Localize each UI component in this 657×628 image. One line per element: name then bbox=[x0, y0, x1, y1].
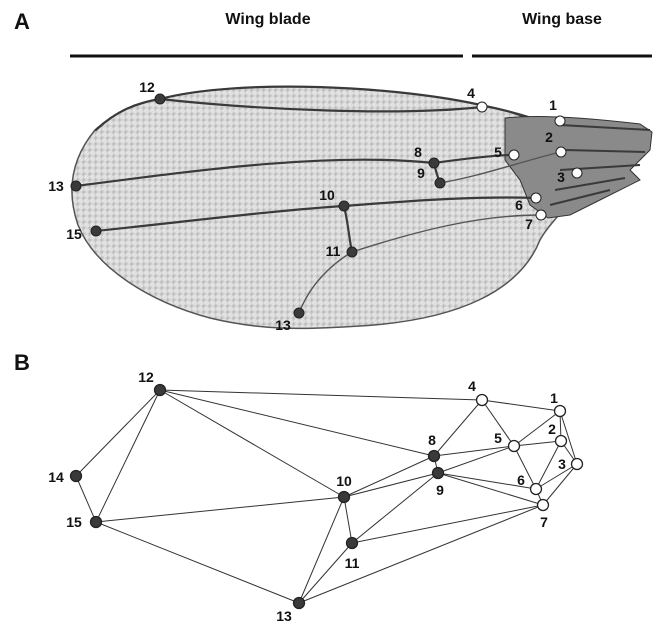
network-edge-15-10 bbox=[96, 497, 344, 522]
network-node-1 bbox=[555, 406, 566, 417]
landmark-a-10-label: 10 bbox=[319, 187, 335, 203]
network-edge-12-8 bbox=[160, 390, 434, 456]
landmark-a-3-label: 3 bbox=[557, 169, 565, 185]
landmark-a-12 bbox=[155, 94, 165, 104]
landmark-a-14-label: 13 bbox=[48, 178, 64, 194]
network-node-2 bbox=[556, 436, 567, 447]
network-node-8-label: 8 bbox=[428, 432, 436, 448]
network-edge-11-13 bbox=[299, 543, 352, 603]
panel-b-letter: B bbox=[14, 350, 30, 375]
network-node-10 bbox=[339, 492, 350, 503]
network-edge-12-15 bbox=[96, 390, 160, 522]
network-node-3-label: 3 bbox=[558, 456, 566, 472]
network-edge-13-7 bbox=[299, 505, 543, 603]
network-node-11-label: 11 bbox=[345, 555, 360, 571]
landmark-network-edges bbox=[76, 390, 577, 603]
landmark-a-6 bbox=[531, 193, 541, 203]
landmark-network-nodes bbox=[71, 385, 583, 609]
landmark-a-14 bbox=[71, 181, 81, 191]
network-node-2-label: 2 bbox=[548, 421, 556, 437]
landmark-a-6-label: 6 bbox=[515, 197, 523, 213]
landmark-a-8-label: 8 bbox=[414, 144, 422, 160]
network-edge-12-14 bbox=[76, 390, 160, 476]
wing-blade-header: Wing blade bbox=[225, 11, 310, 28]
network-node-1-label: 1 bbox=[550, 390, 558, 406]
landmark-a-7 bbox=[536, 210, 546, 220]
network-node-12 bbox=[155, 385, 166, 396]
landmark-a-11 bbox=[347, 247, 357, 257]
landmark-a-4-label: 4 bbox=[467, 85, 475, 101]
landmark-a-13 bbox=[294, 308, 304, 318]
landmark-a-8 bbox=[429, 158, 439, 168]
landmark-a-11-label: 11 bbox=[326, 243, 341, 259]
network-edge-5-8 bbox=[434, 446, 514, 456]
network-node-4 bbox=[477, 395, 488, 406]
network-node-6-label: 6 bbox=[517, 472, 525, 488]
landmark-a-3 bbox=[572, 168, 582, 178]
landmark-a-2 bbox=[556, 147, 566, 157]
landmark-a-12-label: 12 bbox=[139, 79, 155, 95]
network-edge-15-13 bbox=[96, 522, 299, 603]
landmark-a-5 bbox=[509, 150, 519, 160]
network-node-12-label: 12 bbox=[138, 369, 154, 385]
network-node-5-label: 5 bbox=[494, 430, 502, 446]
landmark-a-9-label: 9 bbox=[417, 165, 425, 181]
landmark-a-5-label: 5 bbox=[494, 144, 502, 160]
landmark-a-2-label: 2 bbox=[545, 129, 553, 145]
network-node-11 bbox=[347, 538, 358, 549]
network-node-7-label: 7 bbox=[540, 514, 548, 530]
network-node-14 bbox=[71, 471, 82, 482]
network-node-5 bbox=[509, 441, 520, 452]
landmark-a-15-label: 15 bbox=[66, 226, 82, 242]
landmark-a-7-label: 7 bbox=[525, 216, 533, 232]
network-node-13-label: 13 bbox=[276, 608, 292, 624]
network-node-9 bbox=[433, 468, 444, 479]
network-node-8 bbox=[429, 451, 440, 462]
network-edge-4-8 bbox=[434, 400, 482, 456]
network-node-7 bbox=[538, 500, 549, 511]
network-node-9-label: 9 bbox=[436, 482, 444, 498]
network-edge-2-5 bbox=[514, 441, 561, 446]
network-node-6 bbox=[531, 484, 542, 495]
network-edge-9-7 bbox=[438, 473, 543, 505]
landmark-a-15 bbox=[91, 226, 101, 236]
network-edge-12-10 bbox=[160, 390, 344, 497]
landmark-a-9 bbox=[435, 178, 445, 188]
landmark-a-1-label: 1 bbox=[549, 97, 557, 113]
network-edge-12-4 bbox=[160, 390, 482, 400]
panel-a-letter: A bbox=[14, 9, 30, 34]
network-node-15-label: 15 bbox=[66, 514, 82, 530]
network-node-4-label: 4 bbox=[468, 378, 476, 394]
network-node-3 bbox=[572, 459, 583, 470]
wing-base-header: Wing base bbox=[522, 11, 602, 28]
landmark-a-4 bbox=[477, 102, 487, 112]
network-node-13 bbox=[294, 598, 305, 609]
network-edge-10-11 bbox=[344, 497, 352, 543]
network-edge-4-1 bbox=[482, 400, 560, 411]
network-edge-5-9 bbox=[438, 446, 514, 473]
network-edge-8-10 bbox=[344, 456, 434, 497]
network-node-14-label: 14 bbox=[48, 469, 64, 485]
landmark-a-1 bbox=[555, 116, 565, 126]
network-edge-11-7 bbox=[352, 505, 543, 543]
network-node-10-label: 10 bbox=[336, 473, 352, 489]
landmark-a-10 bbox=[339, 201, 349, 211]
network-node-15 bbox=[91, 517, 102, 528]
landmark-a-13-label: 13 bbox=[275, 317, 291, 333]
